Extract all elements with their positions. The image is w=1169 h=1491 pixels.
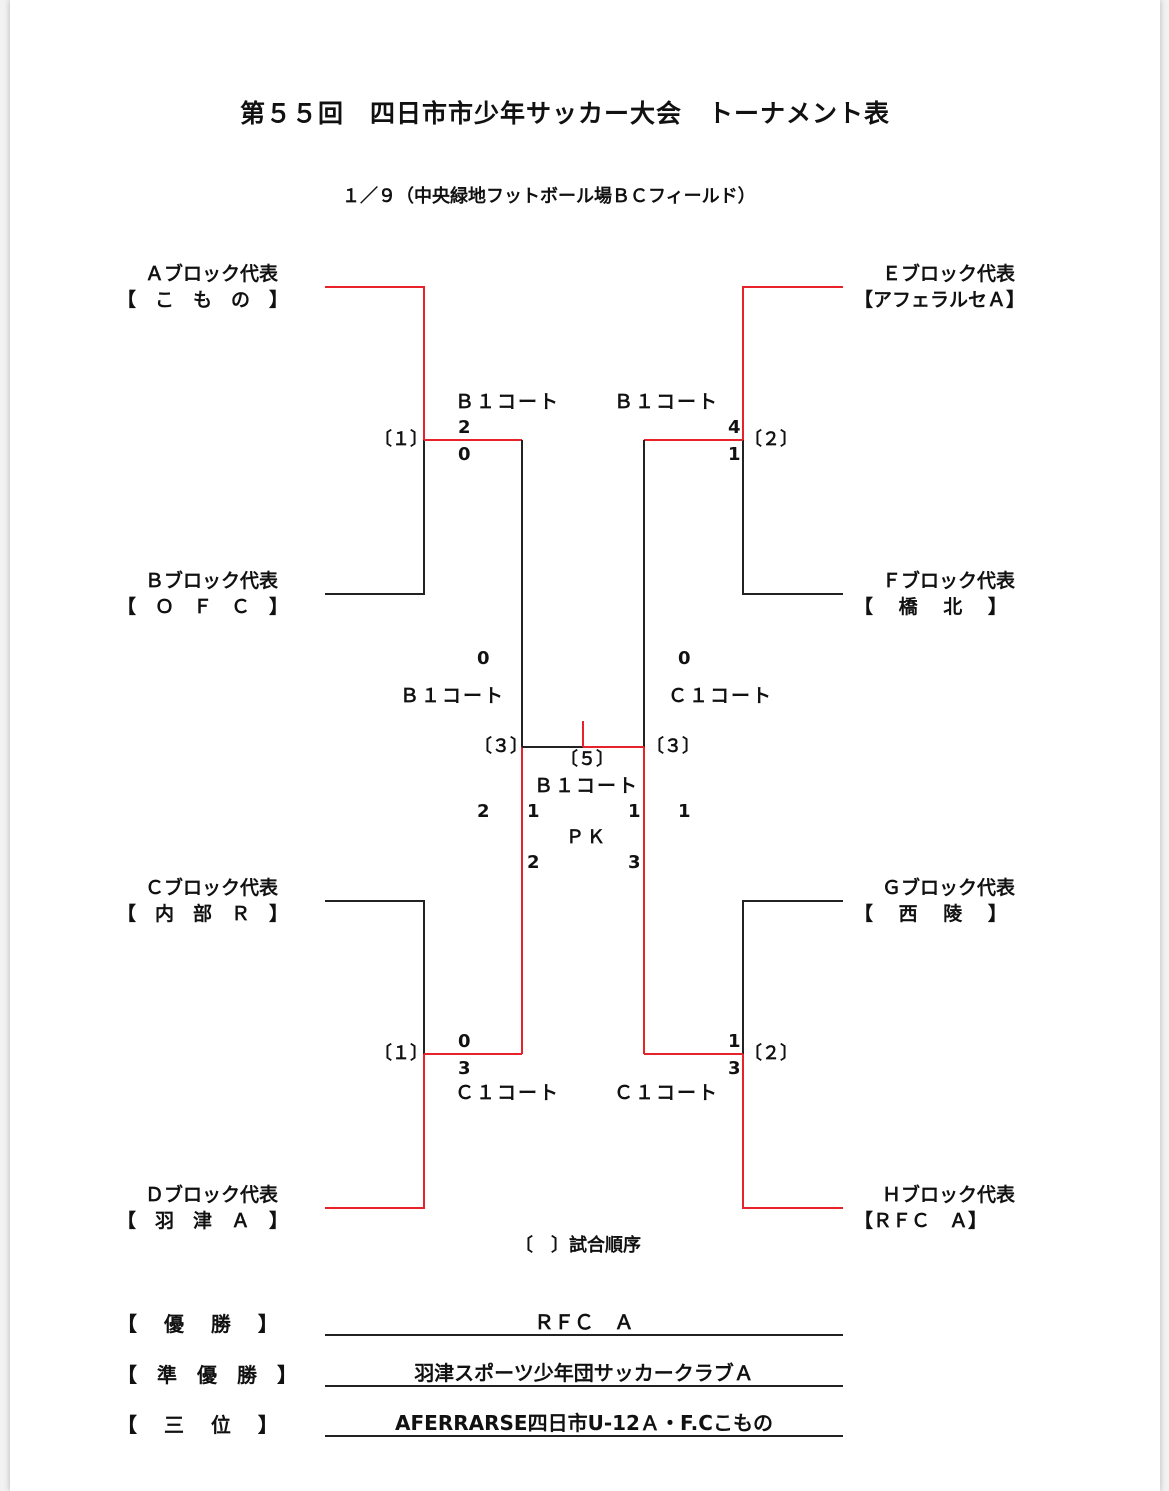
team-f-block: Ｆブロック代表 (882, 570, 1016, 592)
court-bottom-right: Ｃ１コート (614, 1082, 720, 1104)
team-c-name: 【 内 部 Ｒ 】 (117, 903, 289, 925)
bracket-line-b (325, 440, 425, 595)
bracket-line-f (742, 440, 843, 595)
pk-label: ＰＫ (566, 827, 608, 848)
champion-underline (325, 1334, 843, 1336)
court-final: Ｂ１コート (534, 775, 640, 797)
order-top-right: 〔２〕 (744, 429, 798, 450)
document-page (10, 0, 1160, 1491)
runner-up-label: 【 準 優 勝 】 (117, 1363, 297, 1387)
champion-label: 【 優 勝 】 (117, 1312, 278, 1336)
order-semi-left: 〔３〕 (474, 736, 528, 757)
court-top-right: Ｂ１コート (614, 391, 720, 413)
order-bottom-left: 〔１〕 (374, 1043, 428, 1064)
team-c-block: Ｃブロック代表 (145, 877, 279, 899)
bracket-line-h (742, 1054, 843, 1209)
score-top-left-lower: 0 (458, 444, 471, 465)
team-h-name: 【ＲＦＣ Ａ】 (854, 1210, 988, 1232)
team-e-block: Ｅブロック代表 (882, 263, 1016, 285)
score-final-left: 1 (527, 801, 540, 822)
score-pk-left: 2 (527, 852, 540, 873)
third-place-underline (325, 1435, 843, 1437)
score-top-right-lower: 1 (728, 444, 741, 465)
score-semi-left-lower: 2 (477, 801, 490, 822)
court-semi-right: Ｃ１コート (668, 685, 774, 707)
bracket-line-g (742, 900, 843, 1054)
score-pk-right: 3 (628, 852, 641, 873)
court-semi-left: Ｂ１コート (400, 685, 506, 707)
third-place-value: AFERRARSE四日市U-12Ａ・F.Cこもの (395, 1411, 773, 1435)
bracket-line-e (742, 286, 843, 440)
score-semi-right-upper: 0 (678, 648, 691, 669)
team-a-name: 【 こ も の 】 (117, 289, 289, 311)
order-bottom-right: 〔２〕 (744, 1043, 798, 1064)
champion-value: ＲＦＣ Ａ (534, 1310, 634, 1334)
score-bottom-right-upper: 1 (728, 1031, 741, 1052)
third-place-label: 【 三 位 】 (117, 1413, 278, 1437)
team-a-block: Ａブロック代表 (145, 263, 279, 285)
page-subtitle: １／９（中央緑地フットボール場ＢＣフィールド） (342, 186, 756, 207)
team-d-name: 【 羽 津 Ａ 】 (117, 1210, 289, 1232)
legend-match-order: 〔 〕試合順序 (515, 1235, 641, 1256)
runner-up-value: 羽津スポーツ少年団サッカークラブＡ (414, 1361, 754, 1385)
order-final: 〔５〕 (560, 749, 614, 770)
order-top-left: 〔１〕 (374, 429, 428, 450)
score-bottom-left-lower: 3 (458, 1058, 471, 1079)
court-bottom-left: Ｃ１コート (455, 1082, 561, 1104)
team-f-name: 【 橋 北 】 (854, 596, 1007, 618)
score-top-left-upper: 2 (458, 417, 471, 438)
order-semi-right: 〔３〕 (646, 736, 700, 757)
bracket-line-a (325, 286, 425, 440)
score-final-right: 1 (628, 801, 641, 822)
page-title: 第５５回 四日市市少年サッカー大会 トーナメント表 (240, 99, 891, 128)
bracket-line-d (325, 1054, 425, 1209)
score-semi-right-lower: 1 (678, 801, 691, 822)
team-g-block: Ｇブロック代表 (882, 877, 1016, 899)
score-bottom-left-upper: 0 (458, 1031, 471, 1052)
team-d-block: Ｄブロック代表 (145, 1184, 279, 1206)
team-h-block: Ｈブロック代表 (882, 1184, 1016, 1206)
team-g-name: 【 西 陵 】 (854, 903, 1007, 925)
team-e-name: 【アフェラルセＡ】 (854, 289, 1026, 311)
score-bottom-right-lower: 3 (728, 1058, 741, 1079)
bracket-line-c (325, 900, 425, 1054)
team-b-block: Ｂブロック代表 (145, 570, 279, 592)
runner-up-underline (325, 1385, 843, 1387)
score-semi-left-upper: 0 (477, 648, 490, 669)
team-b-name: 【 Ｏ Ｆ Ｃ 】 (117, 596, 289, 618)
score-top-right-upper: 4 (728, 417, 741, 438)
court-top-left: Ｂ１コート (455, 391, 561, 413)
